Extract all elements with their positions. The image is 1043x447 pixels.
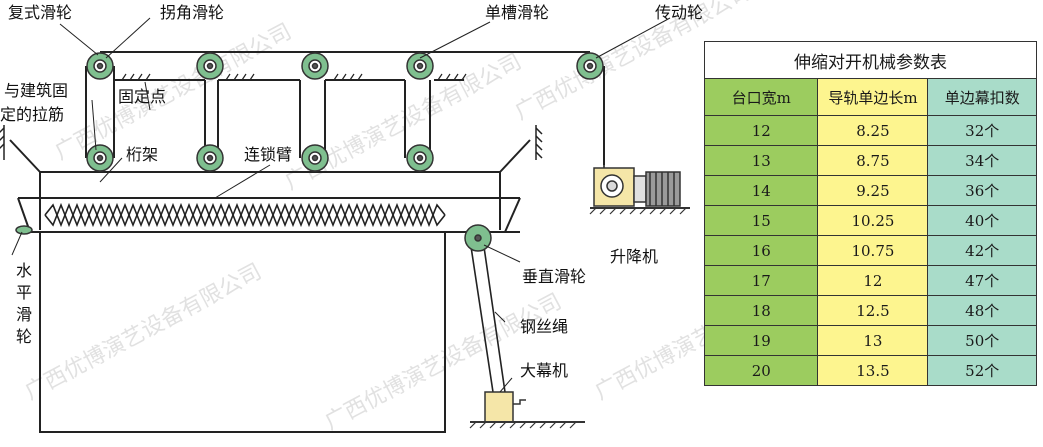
cell-curtain-hooks: 34个: [927, 145, 1037, 176]
label-drive-pulley: 传动轮: [655, 3, 703, 22]
label-building-tie-1: 与建筑固: [4, 81, 68, 100]
pulley-icon: [406, 144, 434, 172]
compound-pulley-icon: [86, 144, 114, 172]
cell-stage-width: 14: [703, 175, 819, 206]
label-horizontal-pulley-char: 轮: [16, 327, 32, 346]
cell-curtain-hooks: 52个: [927, 355, 1037, 386]
cell-curtain-hooks: 48个: [927, 295, 1037, 326]
fixed-points: [118, 73, 467, 81]
pulley-icon: [301, 144, 329, 172]
cell-track-length: 9.25: [817, 175, 929, 206]
horizontal-pulley-icon: [15, 225, 33, 235]
compound-pulley-icon: [86, 52, 114, 80]
drive-pulley-icon: [576, 52, 604, 80]
cell-stage-width: 17: [703, 265, 819, 296]
label-single-groove-pulley: 单槽滑轮: [485, 3, 549, 22]
cell-stage-width: 18: [703, 295, 819, 326]
watermark-text: 广西优博演艺设备有限公司: [21, 259, 266, 405]
cell-track-length: 10.75: [817, 235, 929, 266]
cell-curtain-hooks: 42个: [927, 235, 1037, 266]
curtain-machine: [469, 391, 585, 429]
label-fixed-point: 固定点: [118, 87, 166, 106]
cell-stage-width: 19: [703, 325, 819, 356]
cell-curtain-hooks: 40个: [927, 205, 1037, 236]
hoist-machine: [589, 167, 690, 215]
label-corner-pulley: 拐角滑轮: [160, 3, 224, 22]
label-vertical-pulley: 垂直滑轮: [522, 267, 586, 286]
table-title-row: 伸缩对开机械参数表: [704, 41, 1037, 79]
header-track-length: 导轨单边长m: [817, 78, 929, 116]
table-title: 伸缩对开机械参数表: [704, 41, 1037, 79]
cell-stage-width: 16: [703, 235, 819, 266]
label-horizontal-pulley-char: 水: [16, 261, 32, 280]
cell-stage-width: 15: [703, 205, 819, 236]
cell-curtain-hooks: 50个: [927, 325, 1037, 356]
label-horizontal-pulley-char: 平: [16, 283, 32, 302]
cell-stage-width: 20: [703, 355, 819, 386]
corner-pulley-icon: [196, 52, 224, 80]
cell-curtain-hooks: 36个: [927, 175, 1037, 206]
label-wire-rope: 钢丝绳: [520, 317, 568, 336]
cell-curtain-hooks: 47个: [927, 265, 1037, 296]
curtain-frame: [39, 231, 446, 433]
leader-lines: [11, 17, 671, 393]
label-interlock-arm: 连锁臂: [244, 145, 292, 164]
cell-track-length: 8.75: [817, 145, 929, 176]
single-groove-pulley-icon: [406, 52, 434, 80]
cell-stage-width: 13: [703, 145, 819, 176]
cell-curtain-hooks: 32个: [927, 115, 1037, 146]
cell-track-length: 13: [817, 325, 929, 356]
watermark-text: 广西优博演艺设备有限公司: [51, 19, 296, 165]
header-curtain-hooks: 单边幕扣数: [927, 78, 1037, 116]
header-stage-width: 台口宽m: [703, 78, 819, 116]
label-curtain-machine: 大幕机: [520, 361, 568, 380]
cell-track-length: 12: [817, 265, 929, 296]
wall-mounts: [0, 125, 543, 160]
cell-stage-width: 12: [703, 115, 819, 146]
cell-track-length: 12.5: [817, 295, 929, 326]
label-hoist: 升降机: [610, 247, 658, 266]
vertical-pulley-icon: [464, 224, 492, 252]
pulley-icon: [196, 144, 224, 172]
label-horizontal-pulley-char: 滑: [16, 305, 32, 324]
label-truss: 桁架: [126, 145, 158, 164]
pulleys: [15, 52, 604, 252]
table-header-row: 台口宽m 导轨单边长m 单边幕扣数: [703, 78, 1037, 116]
rope-loop: [85, 51, 605, 165]
interlock-arm: [44, 202, 446, 228]
single-groove-pulley-icon: [301, 52, 329, 80]
label-building-tie-2: 定的拉筋: [0, 105, 64, 124]
cell-track-length: 13.5: [817, 355, 929, 386]
cell-track-length: 10.25: [817, 205, 929, 236]
cell-track-length: 8.25: [817, 115, 929, 146]
label-compound-pulley: 复式滑轮: [8, 3, 72, 22]
